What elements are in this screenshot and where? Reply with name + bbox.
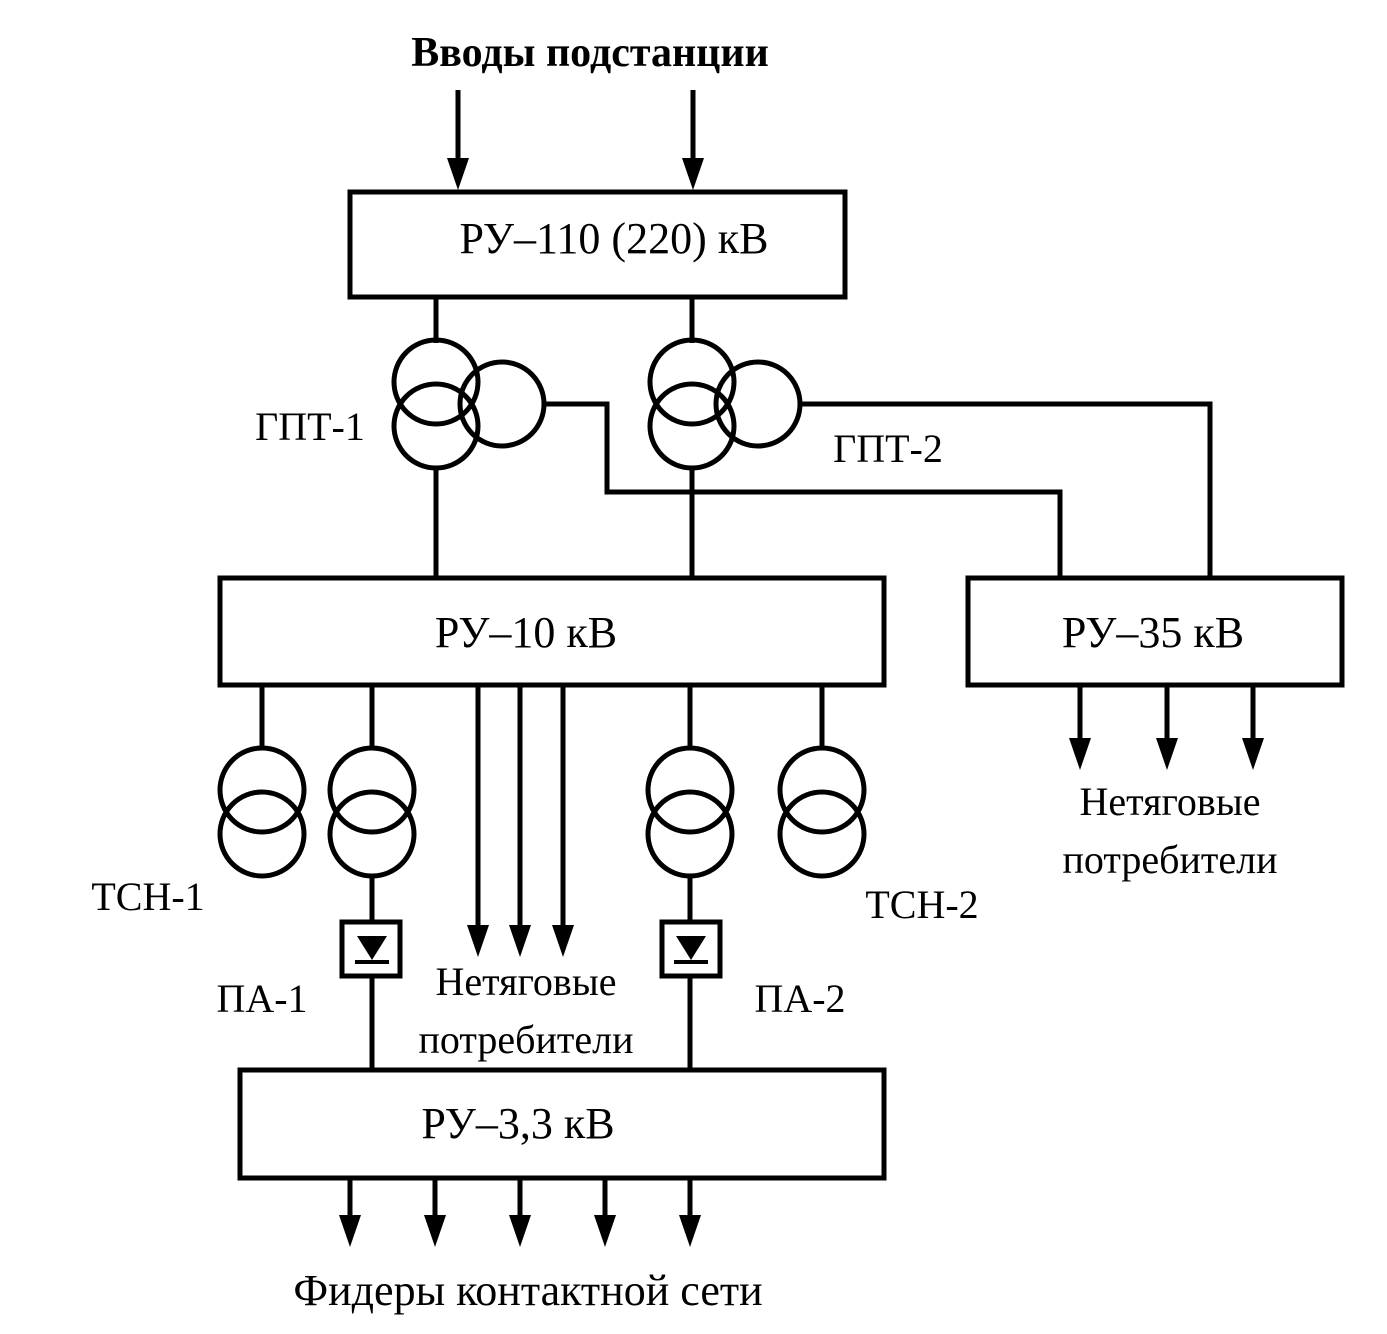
gpt2-to-ru35-line — [800, 401, 1213, 578]
feeder-arrow-2 — [424, 1215, 446, 1247]
ru35-out-arrow-1 — [1069, 738, 1091, 770]
tsn1-transformer: ТСН-1 — [91, 685, 307, 919]
ru10-out-arrow-1 — [467, 925, 489, 957]
pa2-tr-coil-top — [645, 745, 735, 835]
ru35-out-arrow-2 — [1156, 738, 1178, 770]
ru33-box — [237, 1067, 887, 1181]
gpt2-label: ГПТ-2 — [833, 426, 943, 471]
ru33-label: РУ–3,3 кВ — [421, 1099, 614, 1148]
ru35-box — [965, 575, 1345, 688]
tsn1-coil-bottom — [217, 789, 307, 879]
gpt1-coil-top — [391, 337, 481, 427]
ru10-consumer-outputs: Нетяговые потребители — [419, 685, 634, 1062]
ru10-label: РУ–10 кВ — [435, 608, 617, 657]
substation-inputs — [447, 90, 704, 190]
feeder-outputs: Фидеры контактной сети — [293, 1178, 763, 1315]
pa2-branch: ПА-2 — [645, 685, 846, 1070]
feeder-arrow-4 — [594, 1215, 616, 1247]
center-consumers-line1: Нетяговые — [436, 959, 617, 1004]
gpt2-transformer: ГПТ-2 — [647, 297, 1213, 578]
pa1-branch: ПА-1 — [216, 685, 417, 1070]
tsn2-coil-top — [777, 745, 867, 835]
ru35-block: РУ–35 кВ — [965, 575, 1345, 688]
center-consumers-line2: потребители — [419, 1017, 634, 1062]
feeder-arrow-5 — [679, 1215, 701, 1247]
feeders-label: Фидеры контактной сети — [293, 1266, 762, 1315]
input-arrow-1 — [447, 158, 469, 190]
ru35-out-arrow-3 — [1242, 738, 1264, 770]
ru110-label: РУ–110 (220) кВ — [460, 214, 769, 263]
ru33-block: РУ–3,3 кВ — [237, 1067, 887, 1181]
right-consumers-line1: Нетяговые — [1080, 779, 1261, 824]
input-arrow-2 — [682, 158, 704, 190]
gpt1-to-ru35-line — [544, 401, 1063, 578]
ru35-outputs: Нетяговые потребители — [1063, 685, 1278, 882]
tsn1-coil-top — [217, 745, 307, 835]
right-consumers-line2: потребители — [1063, 837, 1278, 882]
ru10-out-arrow-3 — [552, 925, 574, 957]
ru110-block: РУ–110 (220) кВ — [347, 189, 848, 300]
tsn2-label: ТСН-2 — [865, 882, 978, 927]
feeder-arrow-3 — [509, 1215, 531, 1247]
pa1-tr-coil-top — [327, 745, 417, 835]
tsn2-transformer: ТСН-2 — [777, 685, 979, 927]
gpt1-label: ГПТ-1 — [255, 404, 365, 449]
pa1-diode-icon — [357, 936, 387, 960]
pa2-label: ПА-2 — [754, 976, 845, 1021]
tsn2-coil-bottom — [777, 789, 867, 879]
gpt1-transformer: ГПТ-1 — [255, 297, 1063, 578]
pa2-diode-icon — [676, 936, 706, 960]
pa1-label: ПА-1 — [216, 976, 307, 1021]
ru10-box — [217, 575, 887, 688]
ru110-box — [347, 189, 848, 300]
ru10-block: РУ–10 кВ — [217, 575, 887, 688]
gpt2-coil-top — [647, 337, 737, 427]
feeder-arrow-1 — [339, 1215, 361, 1247]
ru35-label: РУ–35 кВ — [1062, 608, 1244, 657]
tsn1-label: ТСН-1 — [91, 874, 204, 919]
ru10-out-arrow-2 — [509, 925, 531, 957]
diagram-title: Вводы подстанции — [411, 30, 769, 76]
